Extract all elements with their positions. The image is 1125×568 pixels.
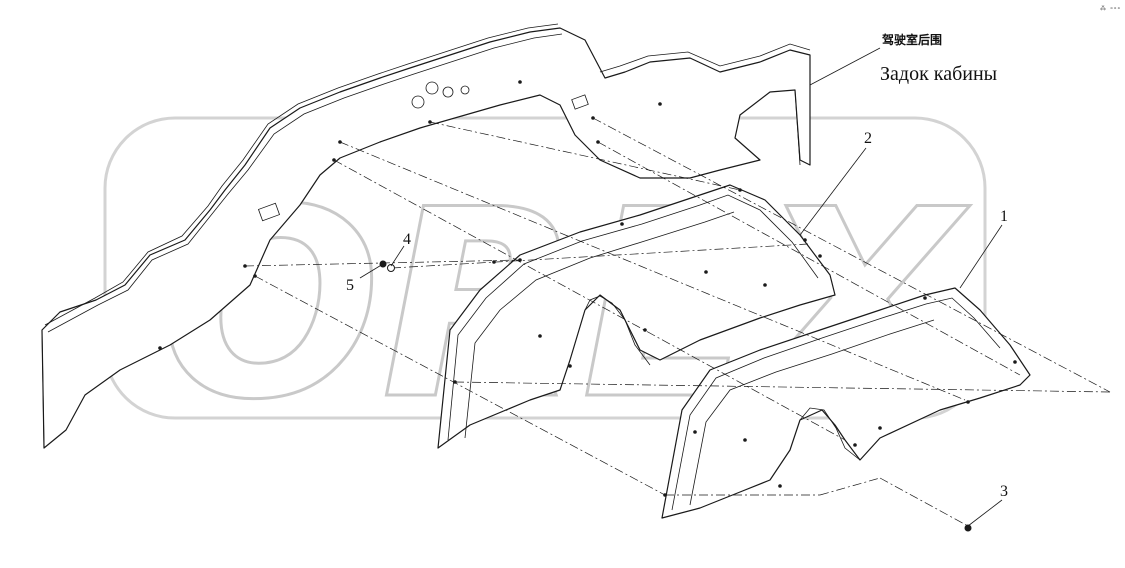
nut-part-3 <box>964 524 972 532</box>
callout-1: 1 <box>1000 208 1008 225</box>
corner-mark: ⁂ ∘∘∘ <box>1100 5 1120 12</box>
leader-lines <box>359 47 1003 527</box>
rear-cab-panel <box>41 23 811 449</box>
callout-2: 2 <box>864 130 872 147</box>
title-russian: Задок кабины <box>880 63 997 85</box>
wheel-arch-cover-1 <box>661 287 1031 519</box>
title-chinese: 驾驶室后围 <box>881 32 942 47</box>
callout-3: 3 <box>1000 483 1008 500</box>
washer-part-4 <box>387 264 395 272</box>
callout-4: 4 <box>403 231 411 248</box>
wheel-arch-cover-2 <box>437 184 836 449</box>
callout-5: 5 <box>346 277 354 294</box>
